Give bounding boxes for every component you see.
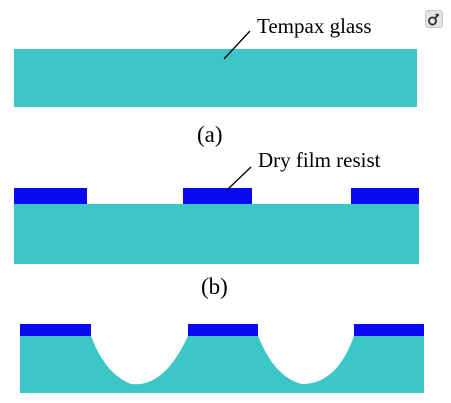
step-b-group: Dry film resist (b) xyxy=(14,148,419,299)
resist-leader-line xyxy=(226,166,252,191)
resist-label: Dry film resist xyxy=(258,148,381,172)
step-a-caption: (a) xyxy=(197,122,223,147)
step-b-caption: (b) xyxy=(201,274,228,299)
step-c-resist-middle xyxy=(188,324,258,336)
step-b-resist-right xyxy=(351,188,419,204)
step-c-etched-glass xyxy=(20,336,424,393)
step-c-resist-left xyxy=(20,324,91,336)
step-c-resist-right xyxy=(354,324,424,336)
glass-label: Tempax glass xyxy=(257,14,372,38)
glass-leader-line xyxy=(223,30,251,60)
step-b-resist-middle xyxy=(183,188,252,204)
step-b-resist-left xyxy=(14,188,87,204)
tag-icon[interactable] xyxy=(425,10,443,28)
tag-icon-glyph xyxy=(428,13,440,26)
step-a-group: Tempax glass (a) xyxy=(14,14,417,147)
step-c-group xyxy=(20,324,424,393)
step-b-glass-substrate xyxy=(14,204,419,264)
step-a-glass-substrate xyxy=(14,49,417,107)
